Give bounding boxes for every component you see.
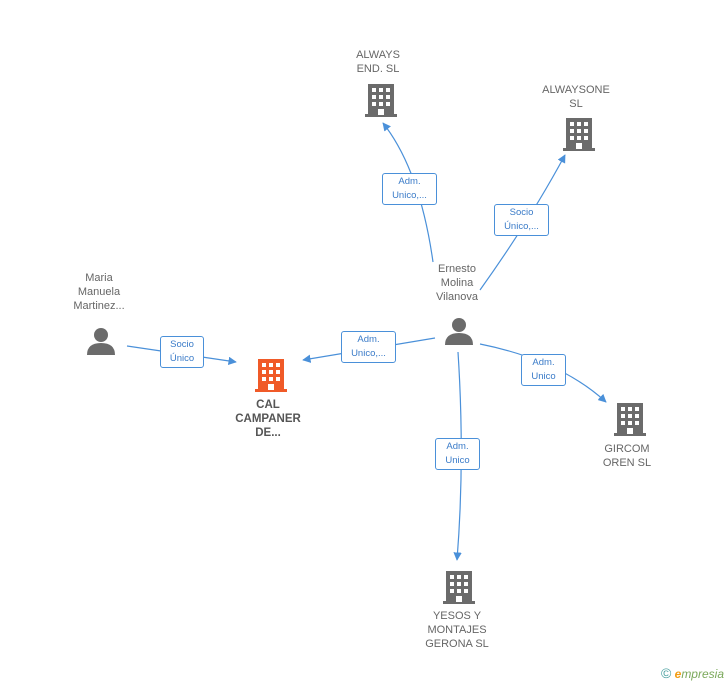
node-label-yesos[interactable]: YESOS Y MONTAJES GERONA SL: [414, 609, 500, 651]
edge-label-ernesto-yesos[interactable]: Adm. Unico: [435, 438, 480, 470]
edge-label-line: Adm.: [532, 357, 555, 368]
edge-label-ernesto-always-end[interactable]: Adm. Unico,...: [382, 173, 437, 205]
edge-label-line: Unico,...: [351, 348, 386, 359]
label-line: CAL: [256, 399, 280, 411]
node-label-always-end[interactable]: ALWAYS END. SL: [338, 48, 418, 76]
label-line: YESOS Y: [432, 610, 482, 622]
edge-label-maria-cal[interactable]: Socio Único: [160, 336, 204, 368]
label-line: Manuela: [77, 286, 121, 298]
edge-label-line: Socio: [170, 339, 194, 350]
label-line: END. SL: [356, 63, 400, 75]
brand-e: e: [674, 667, 682, 681]
building-icon[interactable]: [365, 84, 397, 117]
empresia-logo[interactable]: © empresia: [661, 665, 724, 681]
building-icon[interactable]: [614, 403, 646, 436]
label-line: MONTAJES: [427, 624, 487, 636]
edge-label-line: Único: [169, 353, 195, 364]
person-icon[interactable]: [445, 318, 473, 345]
edge-label-ernesto-gircom[interactable]: Adm. Unico: [521, 354, 566, 386]
edge-label-ernesto-alwaysone[interactable]: Socio Único,...: [494, 204, 549, 236]
label-line: Ernesto: [438, 263, 476, 275]
node-label-cal-campaner[interactable]: CAL CAMPANER DE...: [226, 398, 310, 440]
node-label-ernesto[interactable]: Ernesto Molina Vilanova: [417, 262, 497, 304]
person-icon[interactable]: [87, 328, 115, 355]
edge-label-line: Unico,...: [392, 190, 427, 201]
label-line: GIRCOM: [604, 443, 650, 455]
node-label-maria[interactable]: Maria Manuela Martinez...: [59, 271, 139, 313]
edge-label-line: Unico: [445, 455, 470, 466]
label-line: ALWAYS: [356, 49, 400, 61]
edge-label-line: Unico: [531, 371, 556, 382]
edge-label-line: Socio: [509, 207, 534, 218]
node-label-alwaysone[interactable]: ALWAYSONE SL: [531, 83, 621, 111]
edge-label-line: Adm.: [398, 176, 421, 187]
label-line: GERONA SL: [425, 638, 489, 650]
label-line: Vilanova: [436, 291, 478, 303]
label-line: SL: [569, 98, 583, 110]
building-icon[interactable]: [255, 359, 287, 392]
label-line: Maria: [85, 272, 113, 284]
label-line: Molina: [440, 277, 474, 289]
label-line: Martinez...: [73, 300, 125, 312]
label-line: ALWAYSONE: [542, 84, 610, 96]
label-line: DE...: [255, 427, 281, 439]
label-line: OREN SL: [602, 457, 652, 469]
node-label-gircom[interactable]: GIRCOM OREN SL: [587, 442, 667, 470]
building-icon[interactable]: [563, 118, 595, 151]
copyright-symbol: ©: [660, 665, 672, 681]
edge-label-line: Único,...: [504, 221, 539, 232]
edge-label-line: Adm.: [357, 334, 380, 345]
label-line: CAMPANER: [235, 413, 301, 425]
edge-label-line: Adm.: [446, 441, 469, 452]
brand-rest: mpresia: [681, 667, 724, 681]
edge-label-ernesto-cal[interactable]: Adm. Unico,...: [341, 331, 396, 363]
building-icon[interactable]: [443, 571, 475, 604]
